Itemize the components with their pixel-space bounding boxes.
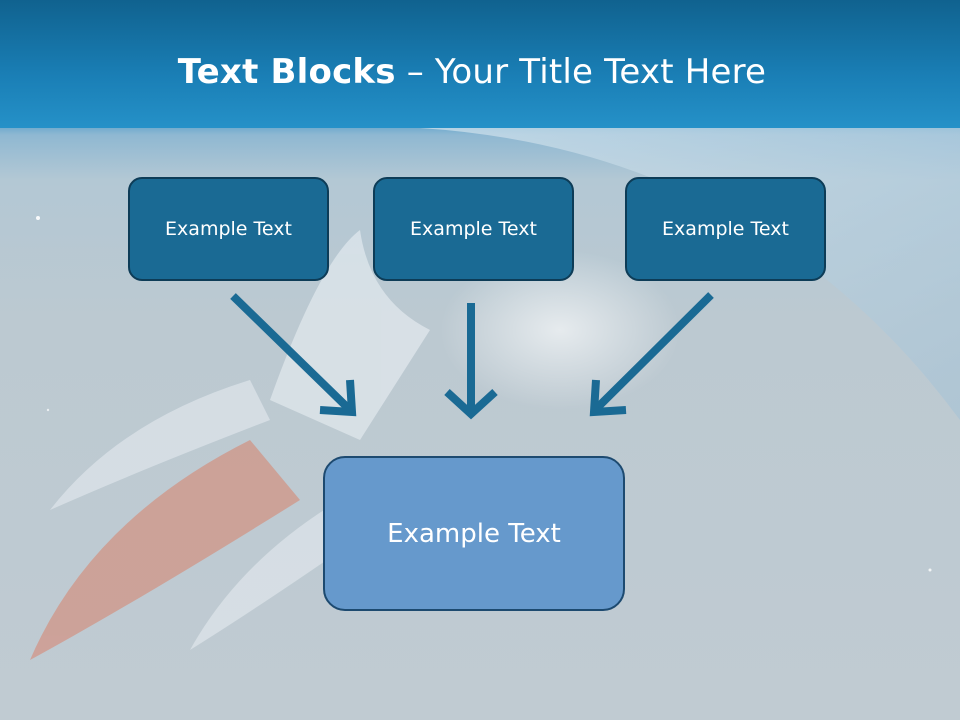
text-block-1: Example Text <box>128 177 329 281</box>
arrow-center <box>444 303 498 420</box>
arrow-left <box>230 293 357 417</box>
arrow-right <box>589 292 714 417</box>
text-block-2: Example Text <box>373 177 574 281</box>
title-bold: Text Blocks <box>177 52 396 92</box>
title-dash: – <box>395 52 435 92</box>
title-rest: Your Title Text Here <box>434 52 767 92</box>
slide-title: Text Blocks – Your Title Text Here <box>0 52 944 92</box>
title-bar <box>0 0 960 128</box>
text-block-main: Example Text <box>323 456 625 611</box>
text-block-3: Example Text <box>625 177 826 281</box>
